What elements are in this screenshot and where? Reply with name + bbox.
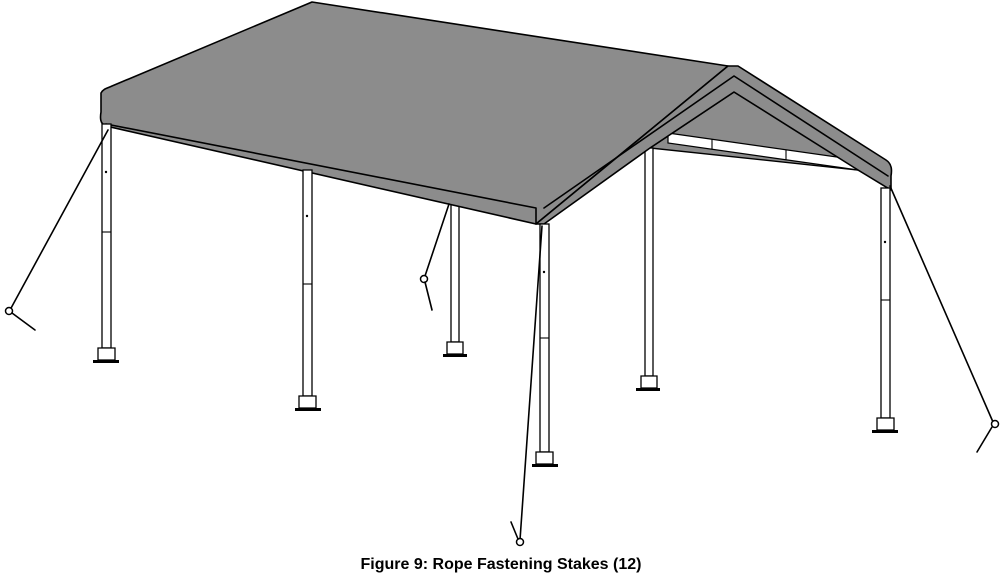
stake-back bbox=[419, 274, 433, 311]
stake-front bbox=[510, 521, 525, 547]
ropes bbox=[9, 129, 994, 541]
pole-pin bbox=[883, 240, 887, 244]
foot-front-corner bbox=[535, 451, 554, 465]
pole-back-left bbox=[450, 199, 460, 343]
pole-back-mid bbox=[644, 147, 654, 377]
rope-back bbox=[424, 203, 450, 277]
base-back-left bbox=[443, 354, 467, 357]
pole-pin bbox=[104, 170, 108, 174]
rope-right bbox=[889, 185, 994, 423]
stakes bbox=[4, 274, 1000, 547]
canopy-roof bbox=[99, 1, 893, 225]
foot-back-left bbox=[446, 341, 464, 355]
stake-left bbox=[4, 306, 36, 331]
foot-front-mid bbox=[298, 395, 317, 409]
figure-caption: Figure 9: Rope Fastening Stakes (12) bbox=[360, 556, 642, 573]
canopy-skirt-edge bbox=[105, 123, 537, 225]
canopy-left-slope bbox=[99, 1, 729, 225]
rope-left bbox=[9, 129, 109, 311]
base-back-mid bbox=[636, 388, 660, 391]
pole-pin bbox=[305, 214, 309, 218]
pole-pin bbox=[542, 270, 546, 274]
base-front-mid bbox=[295, 408, 321, 411]
canopy-gable-edge bbox=[543, 75, 889, 209]
base-front-corner bbox=[532, 464, 558, 467]
base-front-left bbox=[93, 360, 119, 363]
stake-right bbox=[976, 419, 1000, 453]
base-right-corner bbox=[872, 430, 898, 433]
pole-right-corner bbox=[880, 187, 891, 419]
foot-front-left bbox=[97, 347, 116, 361]
canopy-front-gable bbox=[535, 65, 893, 225]
front-poles bbox=[93, 123, 898, 467]
foot-back-mid bbox=[640, 375, 658, 389]
canopy-illustration bbox=[4, 1, 1000, 547]
pole-front-mid bbox=[302, 169, 313, 397]
pole-front-left bbox=[101, 123, 112, 349]
foot-right-corner bbox=[876, 417, 895, 431]
rope-front bbox=[519, 225, 543, 541]
